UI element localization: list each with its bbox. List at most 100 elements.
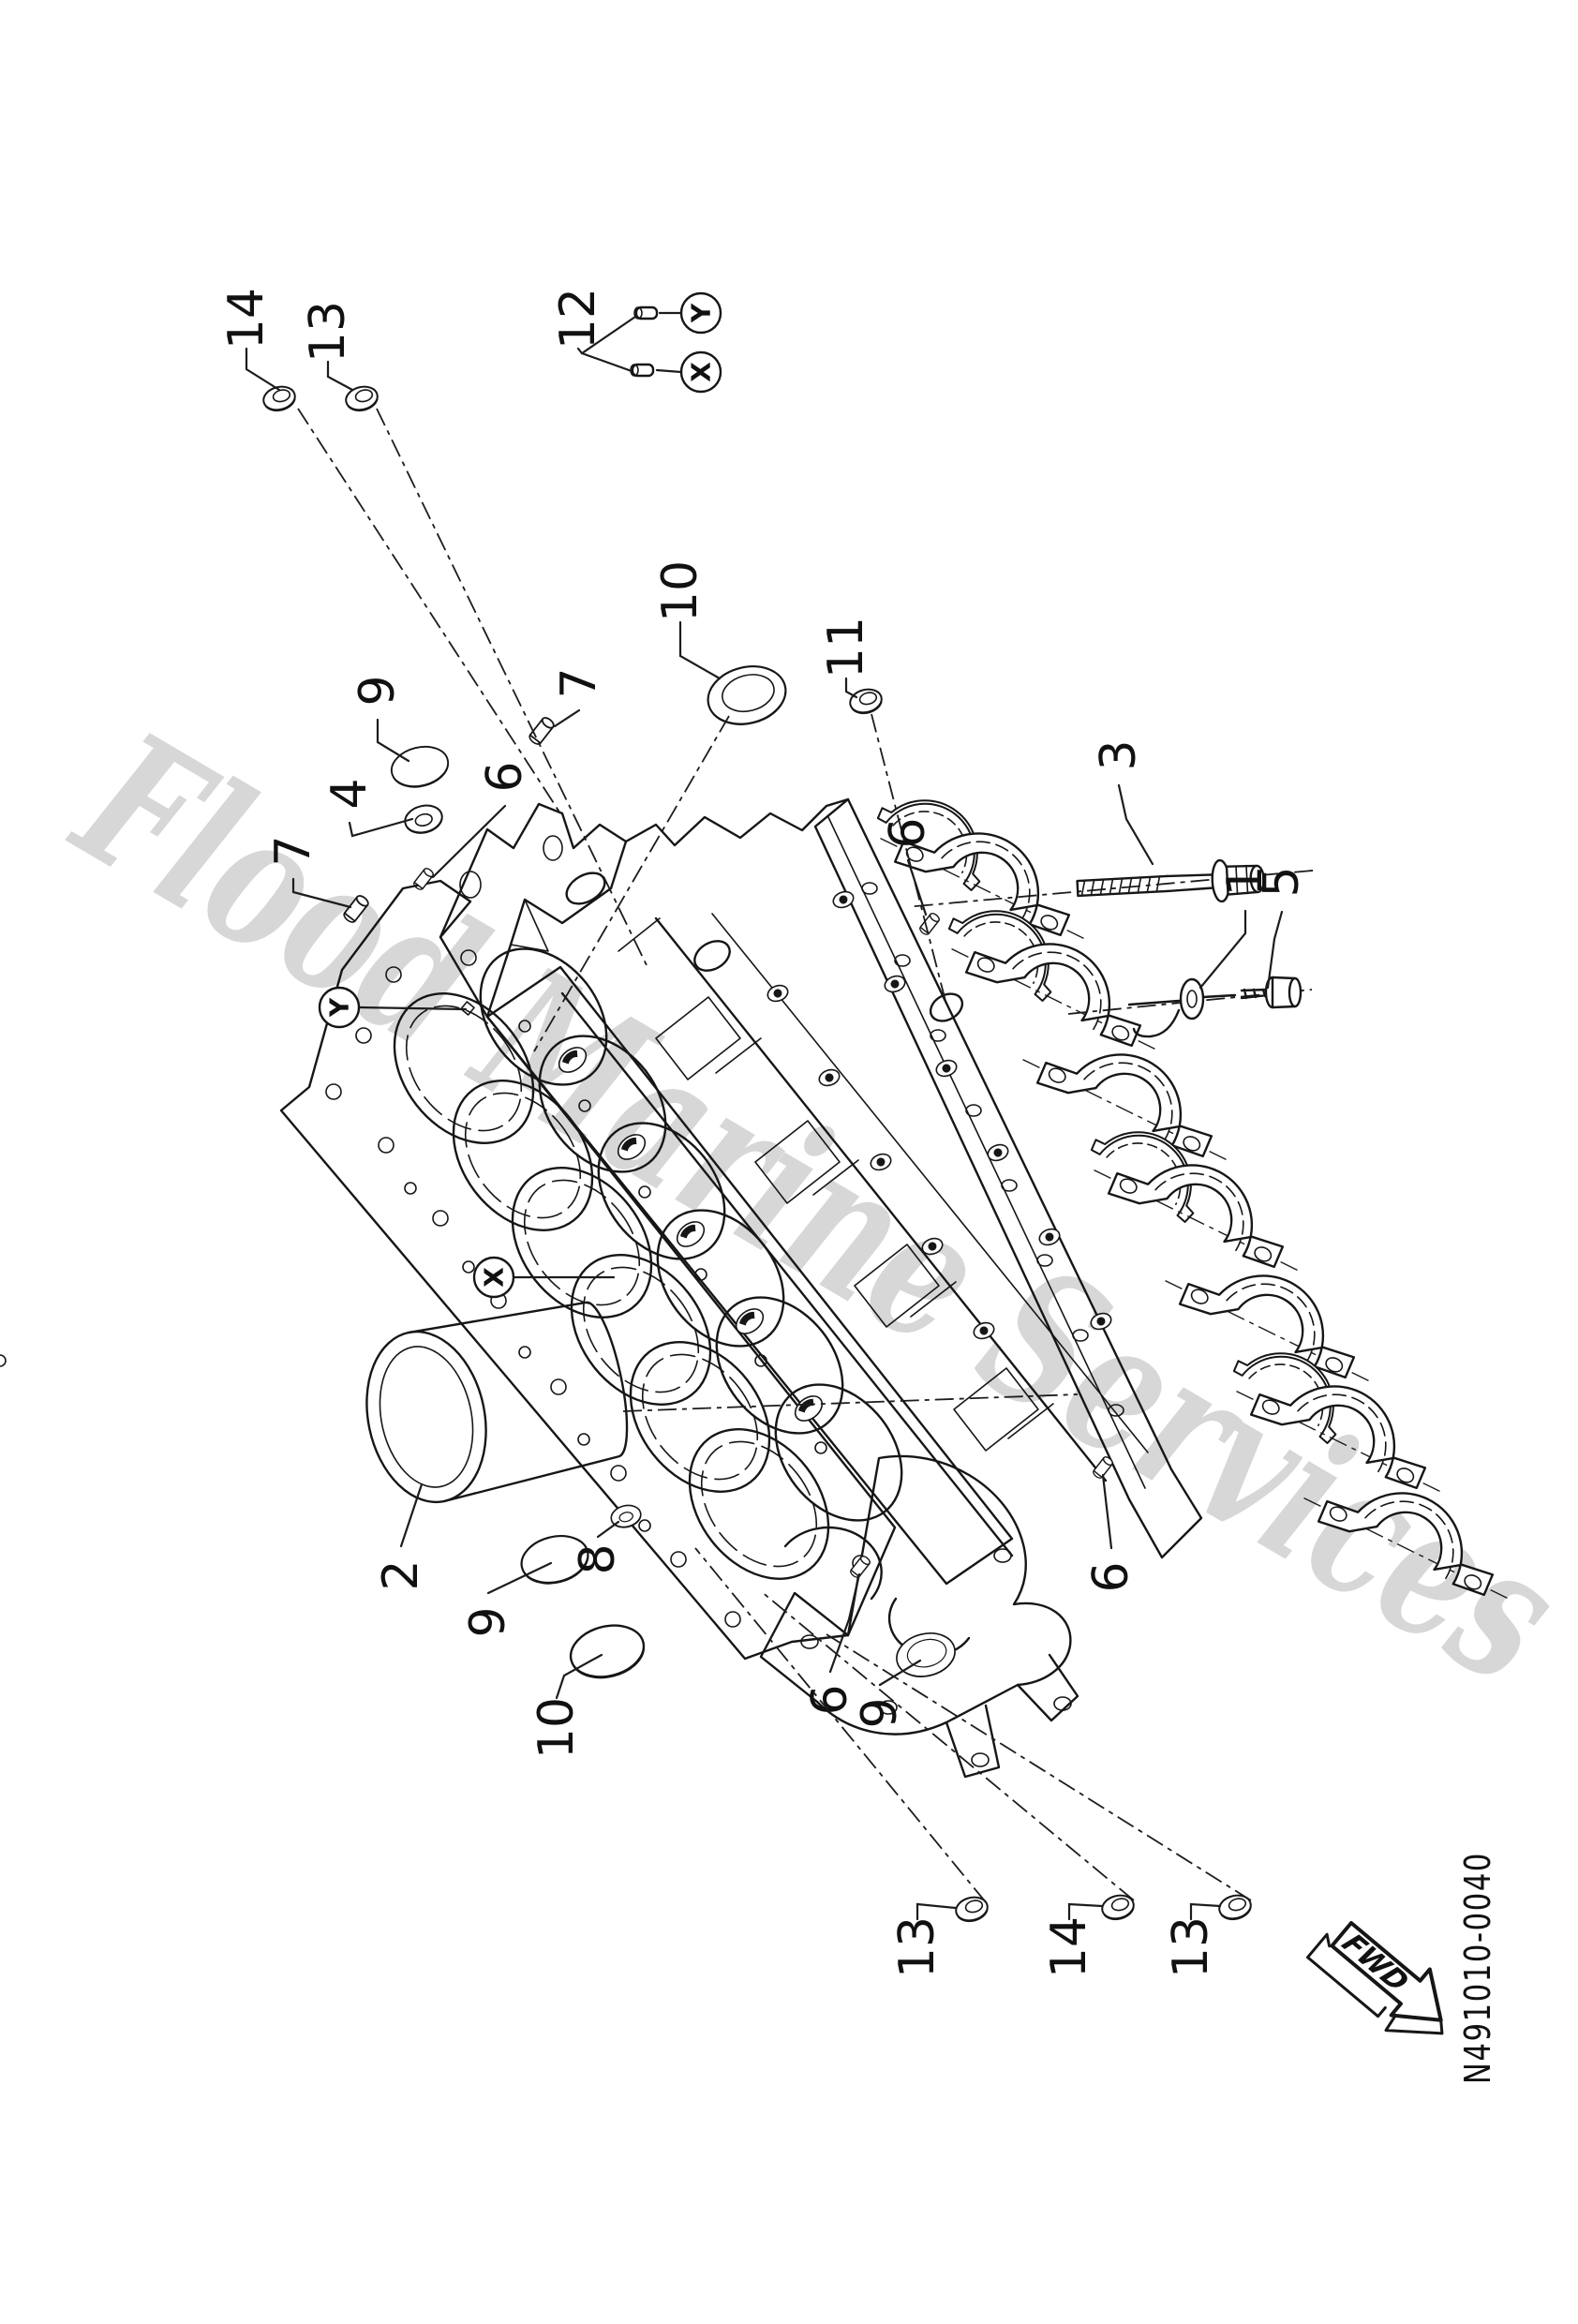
callout-2: 2 <box>373 1482 429 1591</box>
cup-plug-part-9 <box>386 739 454 794</box>
callout-4: 4 <box>321 778 414 838</box>
callout-6: 6 <box>1083 1473 1139 1593</box>
leader-line <box>326 360 354 392</box>
leader-line <box>376 718 410 763</box>
axis-line <box>760 1590 1135 1901</box>
callout-label-8: 8 <box>570 1543 626 1574</box>
head-gasket <box>0 879 897 1661</box>
seal-part-9c <box>891 1626 960 1684</box>
axis-line <box>297 408 561 814</box>
callout-label-12: 12 <box>550 288 606 350</box>
callout-label-3: 3 <box>1091 739 1147 770</box>
callout-10: 10 <box>533 560 730 1052</box>
leader-line <box>553 708 581 728</box>
leader-line <box>1189 1902 1222 1921</box>
pin-part-12-y <box>633 305 659 320</box>
leader-line <box>555 1653 603 1700</box>
leader-line <box>828 1572 861 1674</box>
callout-8: 8 <box>570 1520 626 1575</box>
seal-part-10 <box>700 657 794 734</box>
callout-label-9: 9 <box>460 1606 516 1637</box>
leader-line <box>878 1659 922 1687</box>
callout-13: 13 <box>300 301 648 966</box>
leader-line <box>357 1006 468 1011</box>
deck-surface <box>479 947 1014 1586</box>
datum-circle <box>679 350 722 394</box>
datum-symbol-Y: Y <box>658 291 722 335</box>
callout-14: 14 <box>218 288 561 814</box>
callout-13: 13 <box>694 1547 987 1978</box>
pan-rail-holes <box>861 882 1124 1417</box>
leader-line <box>431 804 507 879</box>
callout-label-10: 10 <box>652 560 708 622</box>
callout-9: 9 <box>460 1561 553 1638</box>
leader-line <box>486 1561 553 1595</box>
retainer-pin-and-bolt <box>1067 976 1313 1038</box>
callout-label-5: 5 <box>1254 866 1310 897</box>
rear-end-plate <box>759 1454 1079 1779</box>
callout-label-7: 7 <box>265 835 321 866</box>
small-parts <box>260 305 1255 1926</box>
callout-label-6: 6 <box>802 1684 858 1715</box>
plug-part-14b <box>1098 1891 1138 1924</box>
leader-line <box>655 368 683 374</box>
leader-line <box>678 620 722 680</box>
callout-label-14: 14 <box>1041 1916 1097 1978</box>
callout-label-10: 10 <box>528 1697 585 1759</box>
callout-6: 6 <box>880 817 936 916</box>
pan-rail <box>624 797 1203 1559</box>
leader-line <box>916 1902 958 1921</box>
cup-plug-part-10b <box>563 1616 651 1687</box>
callout-label-9: 9 <box>350 675 406 706</box>
datum-circle <box>679 291 722 335</box>
callout-label-7: 7 <box>551 667 607 698</box>
callout-10: 10 <box>528 1653 603 1759</box>
datum-symbol-X: X <box>472 1256 616 1299</box>
callout-label-6: 6 <box>477 761 533 792</box>
callout-6: 6 <box>802 1572 861 1716</box>
cup-part-11 <box>846 685 886 718</box>
callout-label-11: 11 <box>818 617 874 678</box>
callout-label-13: 13 <box>300 301 356 363</box>
datum-letter-Y: Y <box>686 303 717 323</box>
datum-circle <box>318 986 361 1029</box>
leader-line <box>1198 909 1247 990</box>
gasket-bores <box>393 992 830 1580</box>
datum-letter-Y: Y <box>324 997 355 1018</box>
callout-1: 1 <box>1198 865 1273 990</box>
callout-label-6: 6 <box>880 817 936 848</box>
axis-line <box>694 1547 987 1903</box>
callout-label-14: 14 <box>218 288 275 350</box>
cylinder-liner <box>365 1301 629 1504</box>
plug-part-13c <box>1215 1891 1255 1924</box>
leader-line <box>906 858 928 916</box>
part-number: N491010-0040 <box>1457 1852 1498 2084</box>
leader-line <box>1266 910 1284 990</box>
callout-12: 12 <box>550 288 637 373</box>
cap-bolt <box>914 858 1317 908</box>
callout-label-13: 13 <box>1163 1916 1219 1978</box>
leader-line <box>596 1520 620 1539</box>
datum-circle <box>472 1256 515 1299</box>
leader-line <box>245 347 281 392</box>
callout-label-13: 13 <box>889 1916 945 1978</box>
callout-9: 9 <box>350 675 410 763</box>
leader-line <box>291 877 352 909</box>
callout-label-4: 4 <box>321 778 378 809</box>
datum-symbol-Y: Y <box>318 986 468 1029</box>
callout-label-9: 9 <box>852 1697 908 1728</box>
engine-block-art <box>0 305 1509 1926</box>
callout-5: 5 <box>1254 866 1310 990</box>
leader-line <box>1117 783 1154 866</box>
axis-line <box>871 713 947 1006</box>
leader-line <box>580 351 633 373</box>
gasket-holes <box>0 949 869 1628</box>
dowel-part-7 <box>527 714 557 748</box>
liner-axis <box>622 1393 1079 1412</box>
callout-6: 6 <box>431 761 533 879</box>
plug-part-14 <box>260 382 299 415</box>
callout-7: 7 <box>265 835 352 909</box>
callout-9: 9 <box>852 1659 922 1729</box>
